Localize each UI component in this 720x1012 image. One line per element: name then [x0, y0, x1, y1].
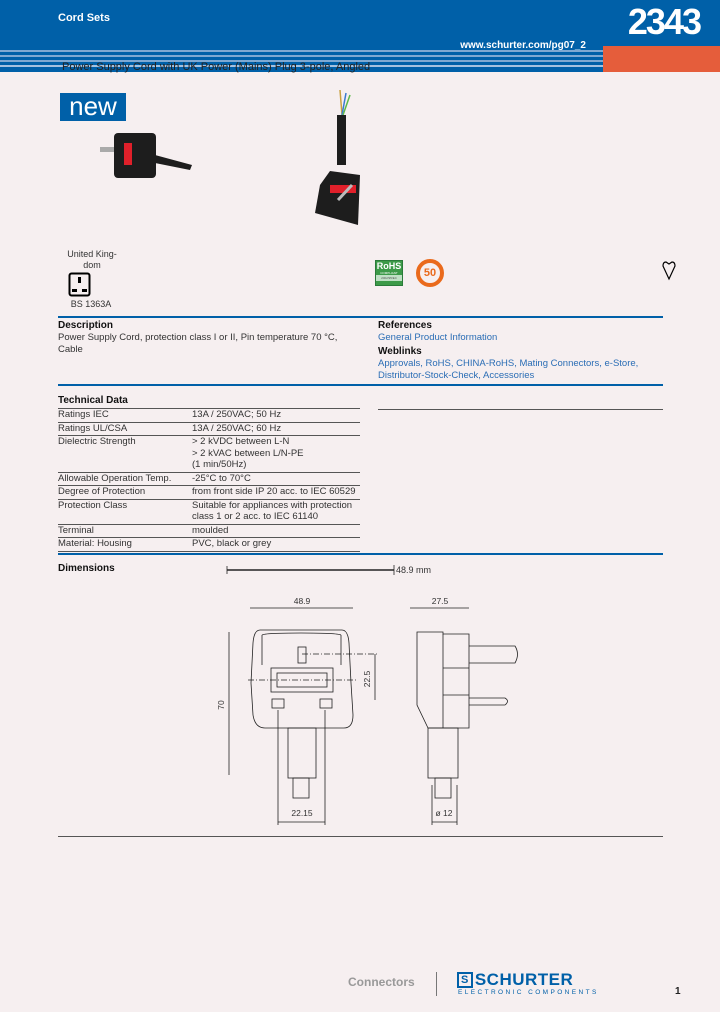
scale-label: 48.9 mm	[396, 565, 431, 575]
product-url[interactable]: www.schurter.com/pg07_2	[460, 40, 586, 51]
description-text: Power Supply Cord, protection class I or…	[58, 332, 338, 355]
dim-width: 48.9	[294, 596, 311, 606]
country-label: United King-dom	[67, 249, 117, 270]
divider	[378, 409, 663, 410]
logo-subtitle: ELECTRONIC COMPONENTS	[458, 989, 599, 996]
references-heading: References	[378, 320, 432, 331]
table-row: Allowable Operation Temp.-25°C to 70°C	[58, 472, 360, 486]
section-divider	[58, 316, 663, 318]
section-divider	[58, 836, 663, 837]
plug-standard: BS 1363A	[70, 299, 112, 309]
table-row: Dielectric Strength> 2 kVDC between L-N>…	[58, 435, 360, 473]
weblinks-line1[interactable]: Approvals, RoHS, CHINA-RoHS, Mating Conn…	[378, 358, 639, 369]
header-bar	[0, 0, 720, 48]
product-image-front	[100, 133, 192, 178]
dim-cord-width: 22.15	[291, 808, 313, 818]
series-label: Cord Sets	[58, 12, 110, 24]
section-divider	[58, 553, 663, 555]
footer-category: Connectors	[348, 975, 415, 989]
new-badge: new	[60, 93, 126, 121]
header-stripe	[0, 65, 603, 67]
dim-depth: 27.5	[432, 596, 449, 606]
page-number: 1	[675, 986, 681, 997]
product-number: 2343	[627, 1, 702, 42]
weblinks-heading: Weblinks	[378, 346, 422, 357]
dimensions-heading: Dimensions	[58, 563, 115, 574]
dim-cord-diameter: ø 12	[435, 808, 452, 818]
plug-side-outline	[416, 631, 470, 729]
footer-divider	[436, 972, 437, 996]
header-stripe	[0, 60, 603, 62]
bsi-kitemark-icon	[662, 261, 676, 281]
header-stripe	[0, 50, 603, 52]
section-divider	[58, 384, 663, 386]
dim-height: 70	[216, 700, 226, 710]
plug-front-outline	[250, 629, 354, 729]
uk-plug-icon	[68, 272, 91, 297]
product-image-angled	[315, 89, 360, 225]
dimension-drawing: 48.9 mm 48.9 22.5 70 22.15 27.5 ø 12	[216, 565, 518, 825]
description-heading: Description	[58, 320, 114, 331]
orange-block	[603, 46, 720, 72]
rohs-icon: RoHS COMPLIANT 2002/95/EC	[375, 260, 403, 286]
dim-pin-spacing: 22.5	[362, 670, 372, 687]
technical-data-heading: Technical Data	[58, 395, 128, 406]
page-title: Power Supply Cord with UK Power (Mains) …	[62, 61, 371, 73]
header-stripe	[0, 55, 603, 57]
china-rohs-50-icon: 50	[416, 259, 444, 287]
weblinks-line2[interactable]: Distributor-Stock-Check, Accessories	[378, 370, 535, 381]
link-general-product-information[interactable]: General Product Information	[378, 332, 498, 343]
